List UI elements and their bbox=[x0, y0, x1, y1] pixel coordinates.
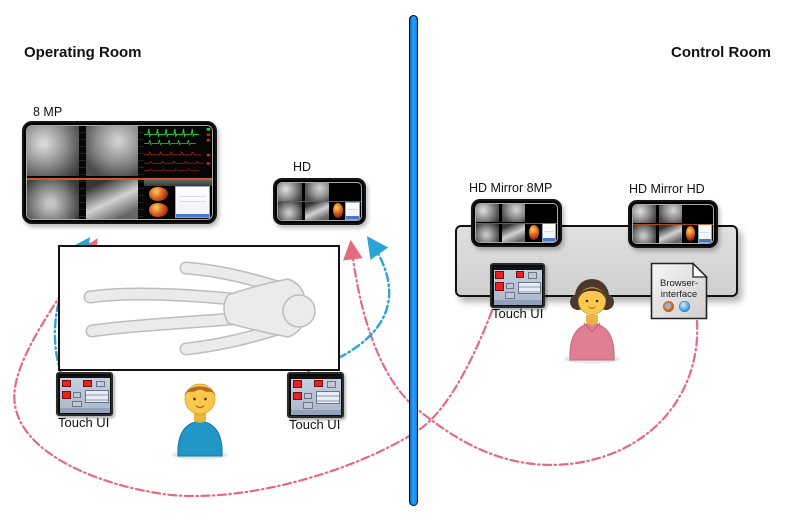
touch-ui-button bbox=[292, 391, 302, 401]
mirror-hd-label: HD Mirror HD bbox=[629, 182, 705, 196]
globe-browser-icon bbox=[679, 301, 690, 312]
xray-image bbox=[304, 183, 329, 201]
monitor-hd-label: HD bbox=[293, 160, 312, 174]
touch-ui-button bbox=[95, 380, 105, 388]
report-panel bbox=[345, 201, 361, 220]
xray-image bbox=[476, 223, 500, 242]
screen-toolbar bbox=[144, 179, 212, 186]
screen-gutter bbox=[138, 126, 145, 219]
room-divider-wall bbox=[409, 15, 418, 506]
heart-3d-render bbox=[529, 224, 540, 241]
reference-line bbox=[633, 223, 713, 225]
monitor-8mp-screen bbox=[26, 125, 213, 220]
monitor-8mp bbox=[22, 121, 217, 224]
ecg-panel bbox=[144, 126, 212, 179]
patient-silhouette bbox=[83, 261, 316, 356]
or-touch-ui-right-label: Touch UI bbox=[289, 417, 341, 432]
mirror-8mp-screen bbox=[475, 203, 558, 243]
report-panel bbox=[697, 224, 713, 243]
touch-ui-button bbox=[303, 392, 312, 399]
reference-line bbox=[27, 178, 212, 181]
touch-ui-screen bbox=[493, 266, 542, 305]
or-touch-ui-right bbox=[287, 372, 344, 418]
screen-gutter bbox=[78, 126, 87, 219]
browser-doc-line1: Browser- bbox=[659, 278, 698, 289]
touch-ui-button bbox=[505, 283, 514, 290]
touch-ui-screen bbox=[290, 375, 341, 415]
operating-table bbox=[58, 245, 340, 371]
touch-ui-button bbox=[495, 271, 505, 279]
touch-ui-statusbar bbox=[290, 410, 341, 415]
monitor-8mp-label: 8 MP bbox=[33, 105, 63, 119]
touch-ui-button bbox=[82, 379, 92, 387]
mirror-8mp-monitor bbox=[471, 199, 562, 247]
monitor-hd bbox=[273, 178, 366, 225]
report-panel bbox=[541, 223, 557, 242]
xray-image bbox=[633, 224, 657, 243]
touch-ui-button bbox=[71, 400, 82, 408]
touch-ui-list bbox=[315, 391, 340, 404]
touch-ui-screen bbox=[59, 375, 110, 413]
xray-image bbox=[278, 183, 303, 201]
browser-doc-line2: interface bbox=[660, 289, 698, 300]
touch-ui-button bbox=[61, 391, 71, 400]
heart-3d-render bbox=[149, 187, 168, 202]
heart-3d-render bbox=[685, 225, 696, 242]
touch-ui-statusbar bbox=[59, 408, 110, 413]
xray-image bbox=[86, 179, 138, 219]
touch-ui-button bbox=[515, 271, 525, 278]
cr-operator-avatar bbox=[564, 279, 620, 364]
xray-image bbox=[304, 202, 329, 220]
touch-ui-button bbox=[313, 380, 323, 388]
touch-ui-button bbox=[72, 391, 81, 398]
reference-line bbox=[476, 222, 557, 224]
touch-ui-list bbox=[517, 281, 541, 295]
xray-image bbox=[27, 179, 79, 219]
mirror-8mp-label: HD Mirror 8MP bbox=[469, 181, 553, 195]
xray-image bbox=[633, 205, 657, 224]
cr-touch-ui-label: Touch UI bbox=[492, 306, 544, 321]
touch-ui-button bbox=[528, 271, 537, 279]
touch-ui-button bbox=[292, 380, 302, 388]
xray-image bbox=[27, 126, 79, 177]
xray-image bbox=[501, 223, 526, 242]
touch-ui-titlebar bbox=[59, 375, 110, 379]
cr-touch-ui bbox=[490, 263, 545, 308]
touch-ui-button bbox=[61, 379, 71, 388]
or-touch-ui-left-label: Touch UI bbox=[58, 415, 110, 430]
touch-ui-button bbox=[505, 292, 515, 300]
firefox-icon bbox=[663, 301, 674, 312]
touch-ui-button bbox=[302, 402, 313, 410]
touch-ui-statusbar bbox=[493, 300, 542, 305]
browser-interface-doc: Browser- interface bbox=[650, 262, 708, 320]
xray-image bbox=[658, 205, 682, 224]
touch-ui-button bbox=[326, 380, 336, 388]
mirror-hd-screen bbox=[632, 204, 714, 244]
operating-room-title: Operating Room bbox=[24, 44, 142, 61]
xray-image bbox=[658, 224, 682, 243]
heart-3d-render bbox=[332, 203, 343, 219]
touch-ui-titlebar bbox=[290, 375, 341, 379]
xray-image bbox=[476, 204, 500, 223]
touch-ui-button bbox=[495, 282, 505, 291]
monitor-hd-screen bbox=[277, 182, 362, 221]
xray-image bbox=[86, 126, 138, 177]
reference-line bbox=[278, 201, 361, 203]
touch-ui-list bbox=[84, 390, 109, 403]
browser-doc-text: Browser- interface bbox=[650, 278, 708, 300]
control-room-title: Control Room bbox=[671, 44, 771, 61]
report-panel bbox=[175, 185, 211, 219]
touch-ui-titlebar bbox=[493, 266, 542, 270]
heart-3d-render bbox=[149, 203, 168, 218]
or-physician-avatar bbox=[172, 383, 228, 460]
xray-image bbox=[501, 204, 526, 223]
or-touch-ui-left bbox=[56, 372, 113, 416]
xray-image bbox=[278, 202, 303, 220]
mirror-hd-monitor bbox=[628, 200, 718, 248]
